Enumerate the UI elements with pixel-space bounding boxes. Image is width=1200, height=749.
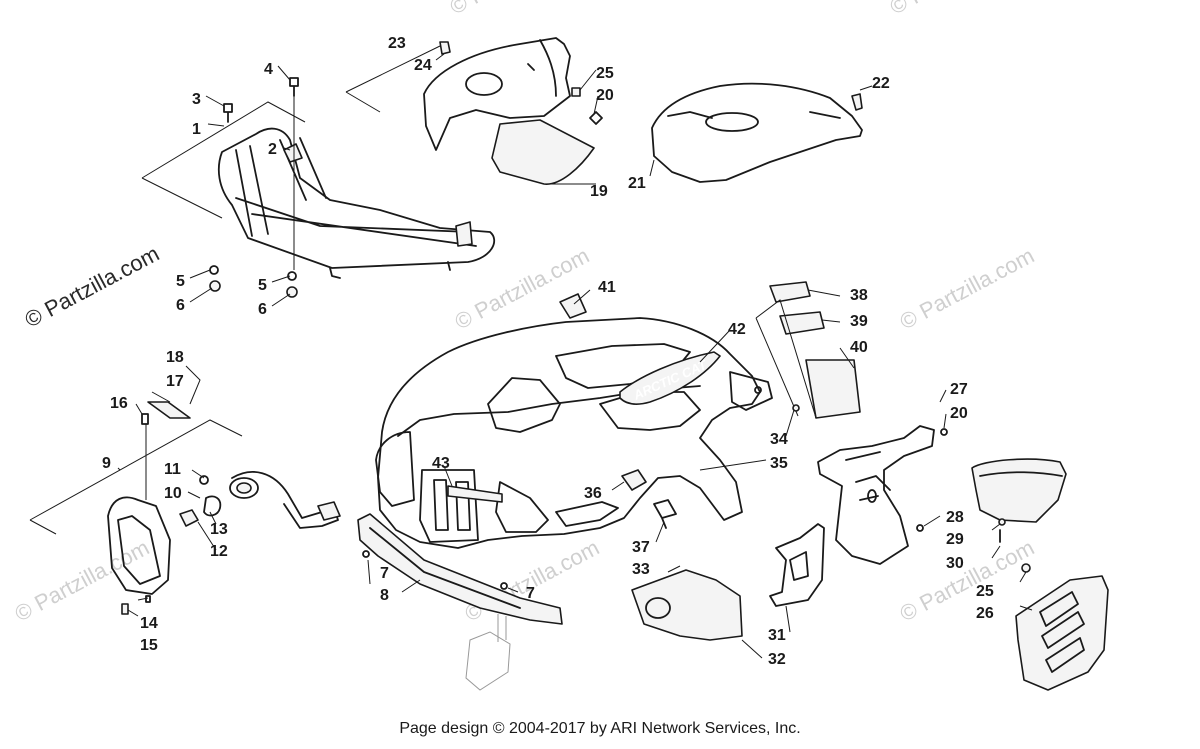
callout-40: 40: [850, 339, 868, 356]
callout-7: 7: [526, 585, 535, 602]
front-body-group: ARCTIC CAT: [375, 281, 861, 549]
side-panel-group: [1015, 563, 1109, 691]
callout-43: 43: [432, 455, 450, 472]
callout-34: 34: [770, 431, 788, 448]
callout-24: 24: [414, 57, 432, 74]
watermark: © Partzilla.com: [446, 0, 589, 19]
callout-3: 3: [192, 91, 201, 108]
callout-27: 27: [950, 381, 968, 398]
callout-4: 4: [264, 61, 273, 78]
callout-35: 35: [770, 455, 788, 472]
callout-20: 20: [596, 87, 614, 104]
watermark: © Partzilla.com: [896, 535, 1039, 627]
callout-22: 22: [872, 75, 890, 92]
callout-32: 32: [768, 651, 786, 668]
bumper-group: [357, 513, 563, 691]
page-footer: Page design © 2004-2017 by ARI Network S…: [399, 720, 801, 737]
top-cover-group: [649, 82, 873, 183]
callout-21: 21: [628, 175, 646, 192]
callout-6: 6: [258, 301, 267, 318]
callout-8: 8: [380, 587, 389, 604]
callout-7: 7: [380, 565, 389, 582]
inner-fender-group: [817, 389, 1067, 565]
callout-38: 38: [850, 287, 868, 304]
callout-30: 30: [946, 555, 964, 572]
callout-12: 12: [210, 543, 228, 560]
callout-5: 5: [258, 277, 267, 294]
callout-2: 2: [268, 141, 277, 158]
callout-41: 41: [598, 279, 616, 296]
callout-18: 18: [166, 349, 184, 366]
callout-39: 39: [850, 313, 868, 330]
callout-42: 42: [728, 321, 746, 338]
callout-1: 1: [192, 121, 201, 138]
callout-37: 37: [632, 539, 650, 556]
callout-19: 19: [590, 183, 608, 200]
callout-13: 13: [210, 521, 228, 538]
watermark: © Partzilla.com: [896, 243, 1039, 335]
callouts: 1 2 3 4 5 5 6 6 7 7 8 9 10 11 12 13 14 1…: [102, 35, 994, 668]
callout-17: 17: [166, 373, 184, 390]
callout-33: 33: [632, 561, 650, 578]
callout-14: 14: [140, 615, 158, 632]
callout-26: 26: [976, 605, 994, 622]
headlight-group: [29, 365, 341, 617]
callout-25: 25: [976, 583, 994, 600]
callout-23: 23: [388, 35, 406, 52]
callout-20: 20: [950, 405, 968, 422]
callout-25: 25: [596, 65, 614, 82]
headlight-pod-group: [345, 37, 603, 185]
callout-16: 16: [110, 395, 128, 412]
callout-36: 36: [584, 485, 602, 502]
callout-9: 9: [102, 455, 111, 472]
lower-panel-group: [631, 523, 825, 659]
callout-29: 29: [946, 531, 964, 548]
callout-5: 5: [176, 273, 185, 290]
callout-31: 31: [768, 627, 786, 644]
callout-6: 6: [176, 297, 185, 314]
watermark-main: © Partzilla.com: [21, 241, 164, 333]
front-rack-group: [141, 65, 496, 307]
callout-11: 11: [164, 461, 181, 478]
watermark: © Partzilla.com: [451, 243, 594, 335]
callout-10: 10: [164, 485, 182, 502]
callout-28: 28: [946, 509, 964, 526]
callout-15: 15: [140, 637, 158, 654]
watermark: © Partzilla.com: [886, 0, 1029, 19]
